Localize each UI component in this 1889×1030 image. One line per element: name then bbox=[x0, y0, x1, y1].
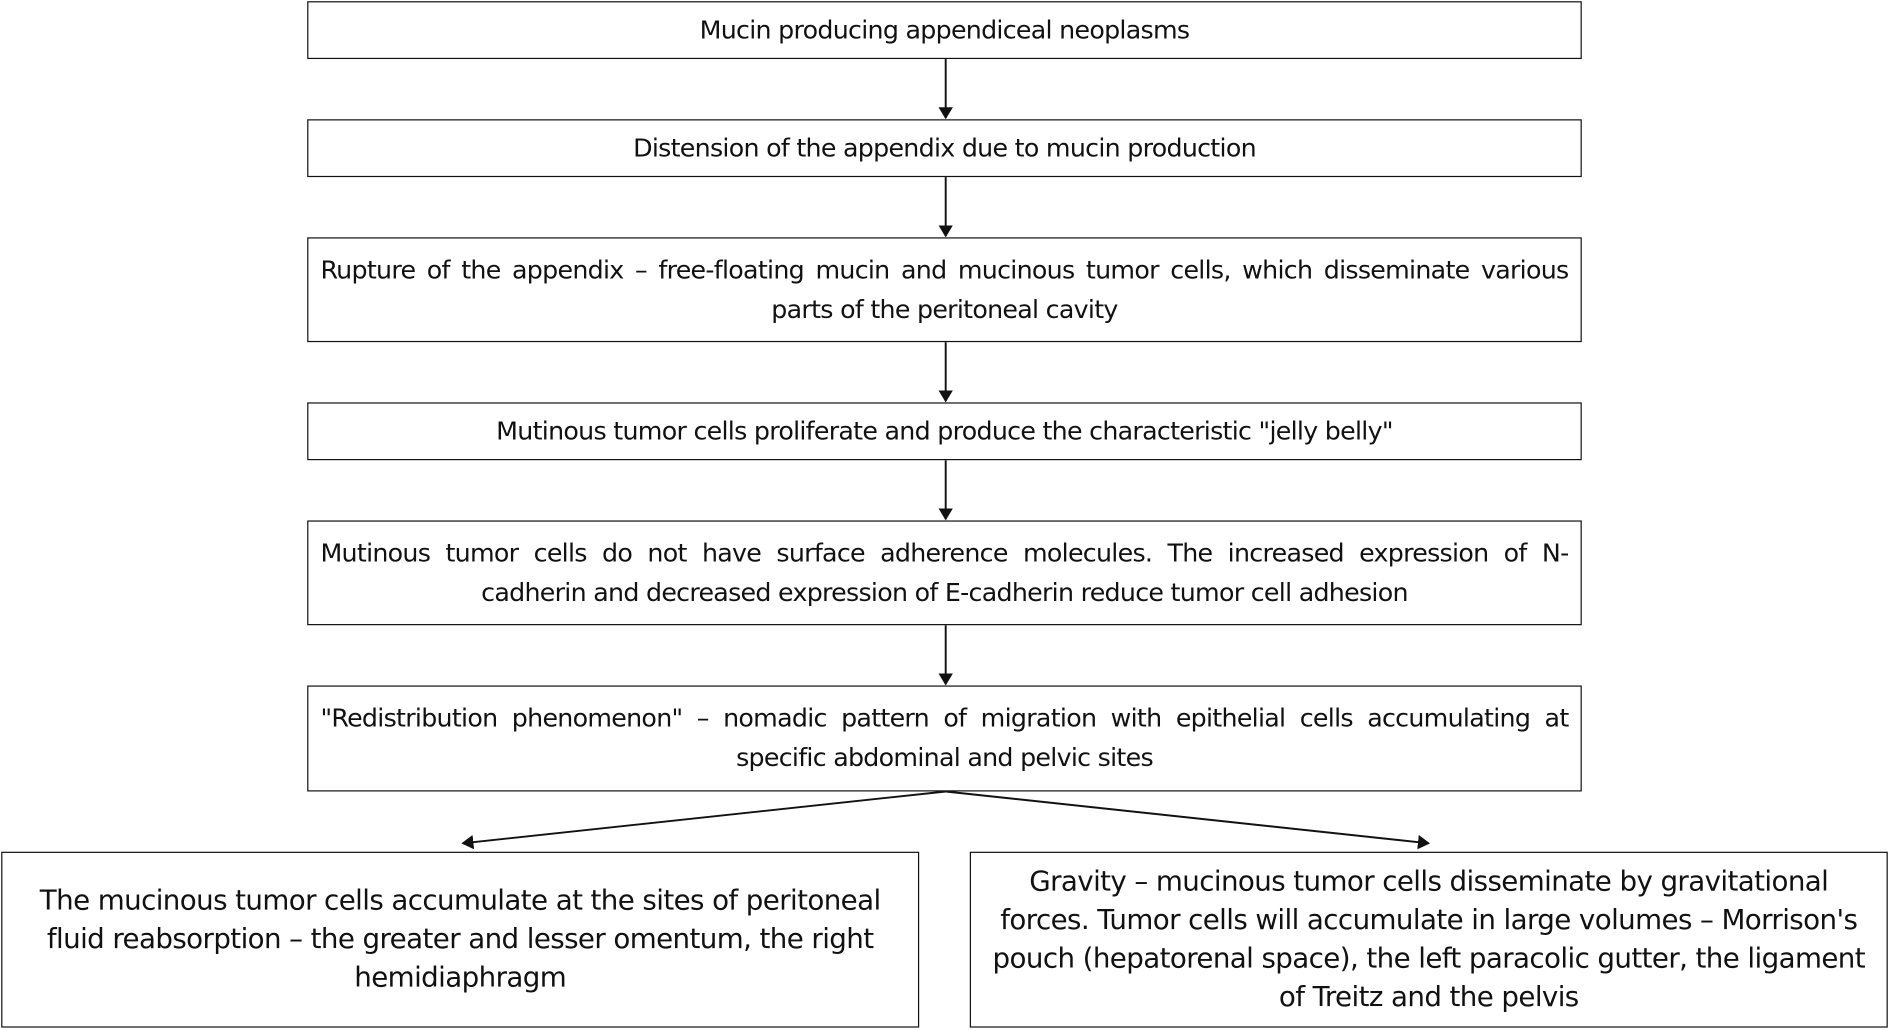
branch-left-text: The mucinous tumor cells accumulate at t… bbox=[39, 885, 881, 994]
step-3-text: Rupture of the appendix – free-floating … bbox=[320, 254, 1569, 324]
arrow-step6-to-branch-right bbox=[945, 790, 1430, 850]
step-5-text: Mutinous tumor cells do not have surface… bbox=[320, 537, 1569, 607]
step-4-text: Mutinous tumor cells proliferate and pro… bbox=[496, 416, 1393, 446]
branch-right-text: Gravity – mucinous tumor cells dissemina… bbox=[992, 866, 1866, 1014]
arrow-step6-to-branch-left bbox=[461, 790, 946, 850]
step-5-box: Mutinous tumor cells do not have surface… bbox=[307, 520, 1582, 626]
step-2-box: Distension of the appendix due to mucin … bbox=[307, 119, 1582, 178]
step-1-box: Mucin producing appendiceal neoplasms bbox=[307, 1, 1582, 60]
step-2-text: Distension of the appendix due to mucin … bbox=[633, 133, 1257, 163]
branch-left-box: The mucinous tumor cells accumulate at t… bbox=[1, 851, 920, 1028]
step-6-box: "Redistribution phenomenon" – nomadic pa… bbox=[307, 685, 1582, 792]
step-3-box: Rupture of the appendix – free-floating … bbox=[307, 237, 1582, 343]
step-6-text: "Redistribution phenomenon" – nomadic pa… bbox=[320, 703, 1569, 773]
step-4-box: Mutinous tumor cells proliferate and pro… bbox=[307, 402, 1582, 461]
step-1-text: Mucin producing appendiceal neoplasms bbox=[699, 15, 1190, 44]
branch-right-box: Gravity – mucinous tumor cells dissemina… bbox=[969, 851, 1888, 1028]
